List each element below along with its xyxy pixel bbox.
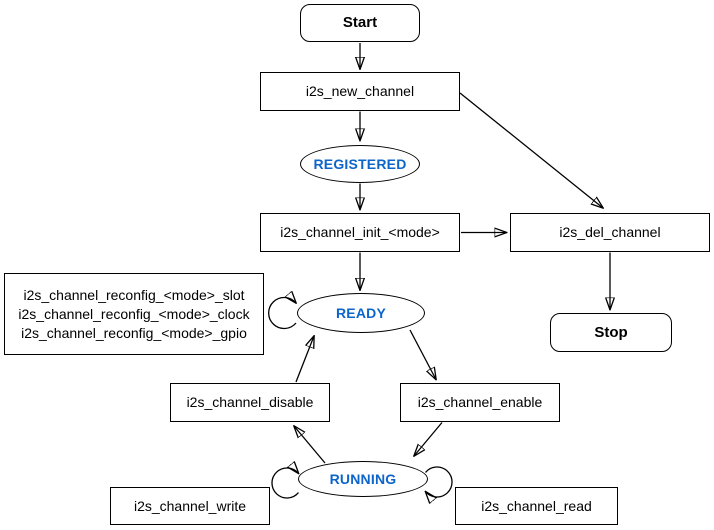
node-reconfig-functions: i2s_channel_reconfig_<mode>_slot i2s_cha… bbox=[4, 273, 264, 355]
node-state-registered-label: REGISTERED bbox=[313, 155, 407, 172]
self-loop-ready-reconfig bbox=[268, 298, 296, 330]
node-state-running: RUNNING bbox=[298, 461, 428, 497]
node-stop-label: Stop bbox=[594, 323, 628, 341]
node-i2s-channel-read-label: i2s_channel_read bbox=[481, 497, 592, 514]
edge-running-to-disable bbox=[294, 426, 326, 464]
edge-disable-to-ready bbox=[295, 336, 314, 383]
node-i2s-channel-read: i2s_channel_read bbox=[455, 487, 618, 525]
node-i2s-channel-init-label: i2s_channel_init_<mode> bbox=[280, 224, 440, 241]
node-i2s-channel-disable: i2s_channel_disable bbox=[170, 383, 330, 422]
node-i2s-channel-disable-label: i2s_channel_disable bbox=[186, 394, 314, 411]
reconfig-slot-label: i2s_channel_reconfig_<mode>_slot bbox=[23, 286, 245, 303]
self-loop-running-read bbox=[426, 466, 453, 497]
node-i2s-del-channel-label: i2s_del_channel bbox=[559, 224, 661, 241]
node-state-registered: REGISTERED bbox=[300, 145, 420, 183]
edge-new-channel-to-del-channel bbox=[459, 92, 603, 208]
node-i2s-channel-write-label: i2s_channel_write bbox=[133, 497, 247, 514]
node-i2s-new-channel: i2s_new_channel bbox=[260, 72, 460, 111]
edge-enable-to-running bbox=[414, 422, 443, 457]
self-loop-running-write bbox=[271, 468, 299, 499]
node-i2s-del-channel: i2s_del_channel bbox=[510, 213, 710, 252]
node-i2s-channel-init: i2s_channel_init_<mode> bbox=[260, 213, 460, 252]
reconfig-gpio-label: i2s_channel_reconfig_<mode>_gpio bbox=[21, 324, 247, 341]
node-stop: Stop bbox=[550, 313, 672, 352]
reconfig-clock-label: i2s_channel_reconfig_<mode>_clock bbox=[18, 305, 250, 322]
node-state-ready-label: READY bbox=[335, 304, 386, 321]
node-state-ready: READY bbox=[297, 293, 425, 333]
edge-ready-to-enable bbox=[409, 329, 436, 380]
node-start-label: Start bbox=[342, 14, 378, 31]
node-i2s-channel-enable-label: i2s_channel_enable bbox=[417, 394, 543, 411]
node-start: Start bbox=[300, 4, 420, 42]
node-i2s-channel-enable: i2s_channel_enable bbox=[400, 383, 560, 422]
node-state-running-label: RUNNING bbox=[329, 470, 397, 487]
node-i2s-new-channel-label: i2s_new_channel bbox=[305, 83, 415, 100]
node-i2s-channel-write: i2s_channel_write bbox=[110, 487, 270, 525]
